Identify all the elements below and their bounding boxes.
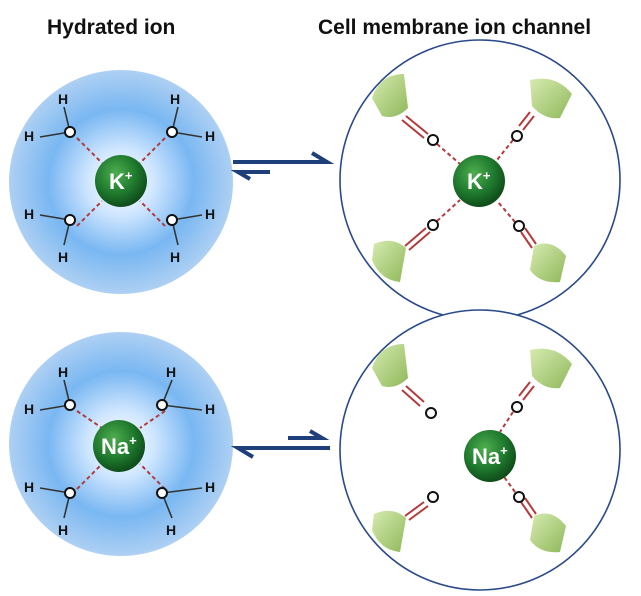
hydrogen-label: H bbox=[205, 128, 215, 144]
hydrogen-label: H bbox=[24, 128, 34, 144]
oxygen-atom bbox=[166, 214, 178, 226]
carbonyl-protein bbox=[372, 240, 406, 282]
channel-potassium: K+ bbox=[339, 39, 621, 321]
coordination-bonds bbox=[436, 139, 516, 223]
oxygen-atom bbox=[64, 214, 76, 226]
oxygen-atom bbox=[64, 126, 76, 138]
oxygen-atom bbox=[166, 126, 178, 138]
oxygen-atom bbox=[427, 134, 439, 146]
hydrogen-label: H bbox=[205, 401, 215, 417]
carbonyl-protein bbox=[372, 510, 406, 552]
hydrogen-label: H bbox=[170, 91, 180, 107]
oxygen-atom bbox=[156, 399, 168, 411]
carbonyl-protein bbox=[530, 348, 572, 389]
hydrogen-label: H bbox=[58, 249, 68, 265]
carbonyl-protein bbox=[530, 513, 566, 553]
coordination-bonds bbox=[76, 137, 166, 227]
hydrated-sodium: H H H H H H H H Na+ bbox=[9, 332, 233, 556]
oxygen-atom bbox=[64, 487, 76, 499]
equilibrium-arrow-potassium bbox=[230, 151, 335, 181]
hydrogen-label: H bbox=[24, 479, 34, 495]
hydrated-potassium: H H H H H H H H K+ bbox=[9, 70, 233, 294]
ion-channel-heading: Cell membrane ion channel bbox=[318, 16, 592, 39]
oxygen-atom bbox=[425, 407, 437, 419]
oxygen-atom bbox=[513, 491, 525, 503]
sodium-ion bbox=[93, 420, 145, 472]
carbonyl-protein bbox=[372, 344, 408, 387]
carbonyl-protein bbox=[530, 78, 572, 119]
hydrogen-label: H bbox=[58, 91, 68, 107]
potassium-ion bbox=[453, 155, 505, 207]
potassium-ion-label: K+ bbox=[109, 168, 133, 194]
oxygen-atom bbox=[64, 399, 76, 411]
oxygen-atom bbox=[511, 130, 523, 142]
oxygen-atom bbox=[427, 219, 439, 231]
oxygen-atom bbox=[427, 491, 439, 503]
potassium-ion-label: K+ bbox=[467, 168, 491, 194]
hydrogen-label: H bbox=[24, 401, 34, 417]
coordination-bonds bbox=[499, 411, 516, 493]
carbonyl-protein bbox=[530, 243, 566, 283]
sodium-ion-label: Na+ bbox=[101, 433, 137, 459]
carbonyl-bonds bbox=[401, 111, 537, 251]
oxygen-atom bbox=[511, 401, 523, 413]
hydrogen-label: H bbox=[170, 249, 180, 265]
hydrated-ion-heading: Hydrated ion bbox=[47, 16, 176, 39]
hydrogen-label: H bbox=[58, 364, 68, 380]
carbonyl-bonds bbox=[401, 381, 537, 521]
coordination-bonds bbox=[76, 410, 166, 490]
oxygen-atom bbox=[156, 487, 168, 499]
hydrogen-label: H bbox=[205, 206, 215, 222]
carbonyl-protein bbox=[372, 74, 408, 117]
potassium-ion bbox=[95, 155, 147, 207]
hydrogen-label: H bbox=[166, 522, 176, 538]
hydrogen-label: H bbox=[205, 479, 215, 495]
hydrogen-label: H bbox=[24, 206, 34, 222]
sodium-ion-label: Na+ bbox=[472, 443, 508, 469]
hydrogen-label: H bbox=[166, 364, 176, 380]
hydrogen-label: H bbox=[58, 522, 68, 538]
sodium-ion bbox=[464, 430, 516, 482]
oxygen-atom bbox=[513, 220, 525, 232]
channel-sodium: Na+ bbox=[339, 309, 621, 591]
equilibrium-arrow-sodium bbox=[230, 429, 330, 459]
